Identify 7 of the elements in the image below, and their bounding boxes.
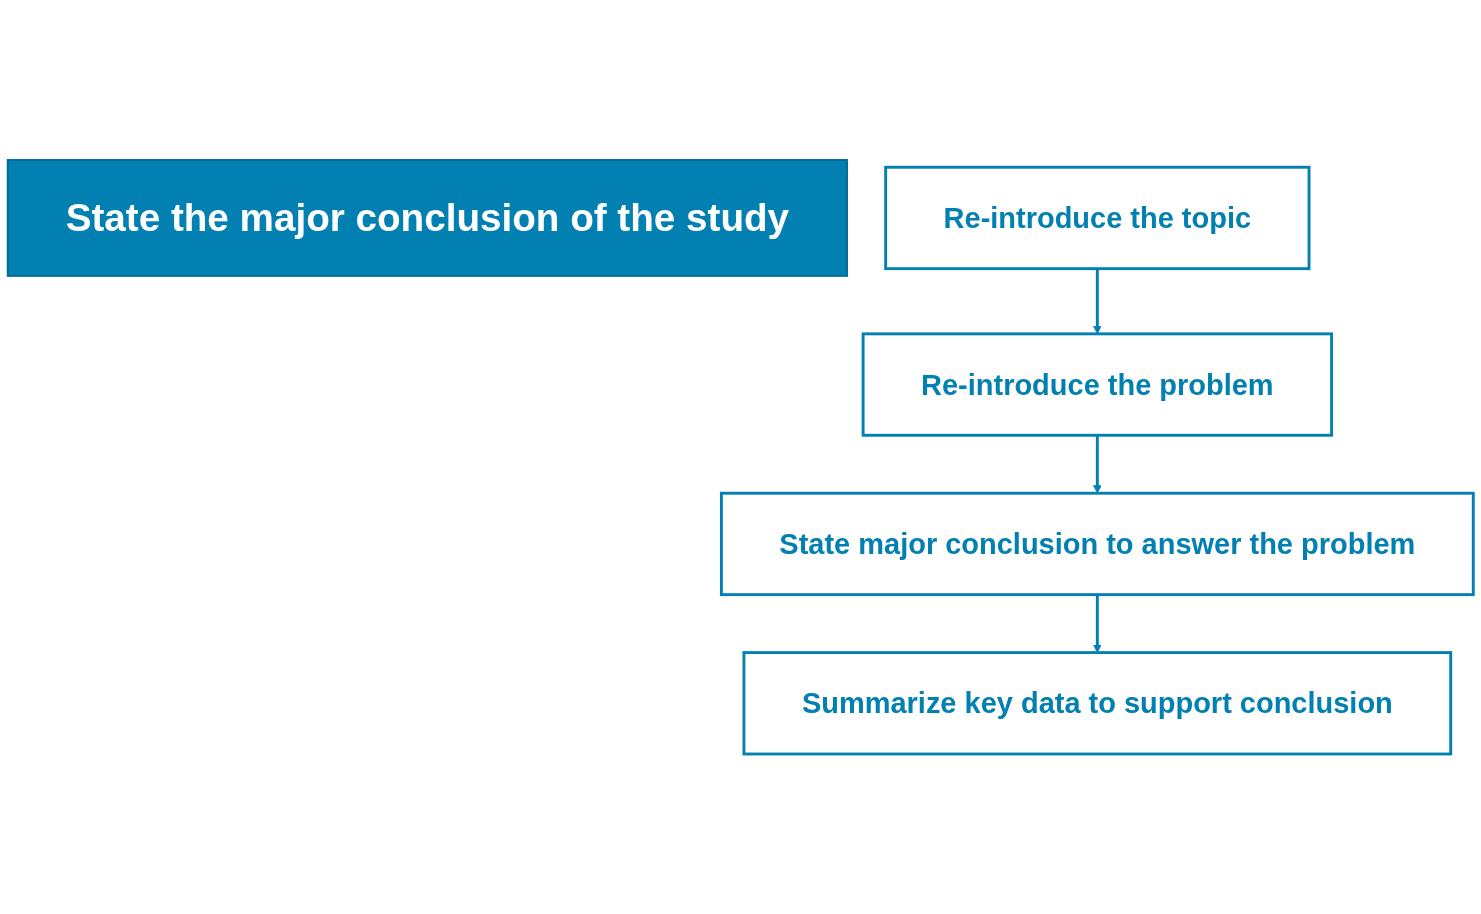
- node-box: State major conclusion to answer the problem: [719, 491, 1475, 597]
- node-box: Re-introduce the problem: [861, 332, 1333, 437]
- node-box: Summarize key data to support conclusion: [742, 651, 1453, 756]
- node-box: Re-introduce the topic: [884, 165, 1311, 271]
- arrow: [1093, 594, 1102, 653]
- node-box: State the major conclusion of the study: [6, 159, 848, 277]
- arrow: [1093, 435, 1102, 494]
